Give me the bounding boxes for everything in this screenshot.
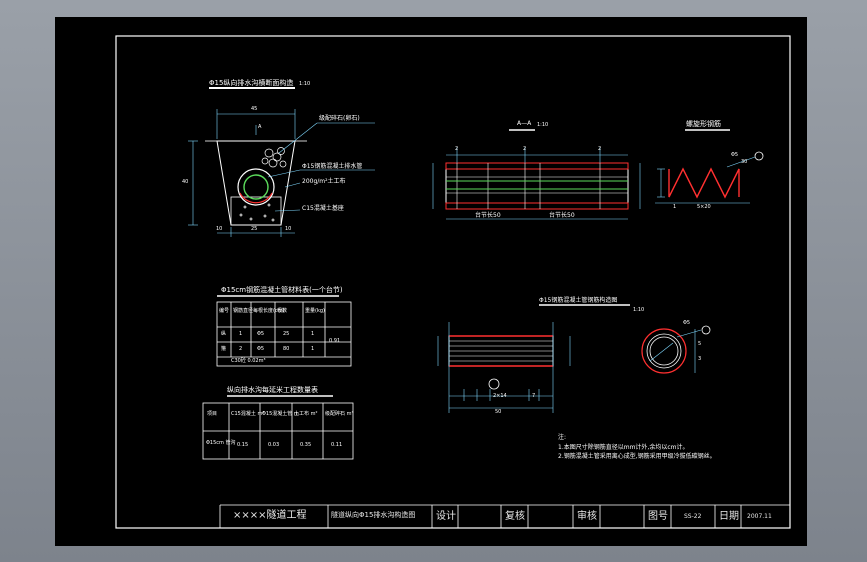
steel-table-grid: [216, 295, 352, 367]
quantity-table-grid: [202, 395, 354, 460]
notes-line-1: 1.本图尺寸除钢筋直径以mm计外,余均以cm计。: [558, 444, 689, 451]
spiral-bar-side: 1: [673, 204, 677, 210]
section-aa-dim-2-b: 2: [523, 146, 527, 152]
quantity-header-1: C15混凝土 m³: [231, 411, 265, 417]
steel-row-1-col-2: Φ5: [257, 346, 265, 352]
note-gravel: 级配碎石(卵石): [319, 115, 360, 122]
note-base: C15混凝土基座: [302, 205, 344, 212]
section-aa-title: A—A: [517, 120, 532, 127]
title-block-date-label: 日期: [719, 511, 739, 522]
pipe-detail-scale: 1:10: [633, 307, 645, 313]
steel-row-0-col-0: 纵: [221, 331, 227, 337]
steel-table-header-0: 编号: [219, 308, 230, 314]
section-aa-joint-a: 台节长50: [475, 212, 501, 219]
steel-table-header-1: 钢筋直径: [233, 308, 254, 314]
title-block: [219, 504, 790, 528]
spiral-bar-pitch: 30: [741, 159, 748, 165]
steel-concrete: C30砼 0.02m³: [231, 358, 266, 364]
spiral-bar-length: 5×20: [697, 204, 711, 210]
notes-title: 注:: [558, 434, 567, 441]
steel-row-0-col-4: 1: [311, 331, 315, 337]
steel-table-title: Φ15cm钢筋混凝土管材料表(一个台节): [221, 286, 343, 294]
quantity-row-col-0: Φ15cm 管沟: [206, 440, 236, 446]
pipe-detail-title: Φ15钢筋混凝土管钢筋构造图: [539, 297, 618, 304]
section-aa-scale: 1:10: [537, 122, 549, 128]
quantity-header-2: Φ15混凝土管 m: [262, 411, 299, 417]
steel-row-1-col-4: 1: [311, 346, 315, 352]
note-pipe: Φ15钢筋混凝土排水管: [302, 163, 363, 170]
gravel-hatch: [239, 147, 287, 222]
spiral-bar-view: [655, 129, 764, 204]
steel-row-0-col-1: 1: [239, 331, 243, 337]
quantity-table-title: 纵向排水沟每延米工程数量表: [227, 386, 318, 394]
section-mark-a: A: [258, 124, 262, 130]
steel-row-1-col-0: 箍: [221, 346, 227, 352]
title-block-date: 2007.11: [747, 513, 772, 520]
section-aa-dim-2-a: 2: [455, 146, 459, 152]
pipe-detail-dim-a: 7: [532, 393, 536, 399]
title-block-review: 复核: [505, 511, 525, 522]
dim-bottom-left: 10: [216, 226, 223, 232]
section-aa-joint-b: 台节长50: [549, 212, 575, 219]
steel-table-header-2: 每根长度(cm): [253, 308, 285, 314]
steel-row-0-col-2: Φ5: [257, 331, 265, 337]
steel-weight-total: 0.91: [329, 338, 341, 344]
cad-drawing-canvas[interactable]: Φ15纵向排水沟横断面构造 1:10 45 40 10 25 10 A 级配碎石…: [55, 17, 807, 546]
quantity-row-col-2: 0.03: [268, 442, 280, 448]
pipe-detail-phi: Φ5: [683, 320, 691, 326]
title-block-drawing-no-label: 图号: [648, 511, 668, 522]
notes-line-2: 2.钢筋混凝土管采用离心成型,钢筋采用甲级冷拔低碳钢丝。: [558, 453, 716, 460]
pipe-detail-length: 50: [495, 409, 502, 415]
title-block-drawing-no: SS-22: [684, 513, 702, 520]
quantity-header-4: 级配碎石 m³: [325, 411, 354, 417]
spiral-bar-phi: Φ5: [731, 152, 739, 158]
steel-row-1-col-1: 2: [239, 346, 243, 352]
pipe-detail-dim-b: 5: [698, 341, 702, 347]
quantity-row-col-4: 0.11: [331, 442, 343, 448]
cross-section-view: [188, 87, 375, 237]
note-geotextile: 200g/m²土工布: [302, 178, 346, 185]
dim-width-top: 45: [251, 106, 258, 112]
title-block-drawing-title: 隧道纵向Φ15排水沟构造图: [331, 511, 416, 519]
pipe-detail-view: [437, 304, 711, 413]
quantity-row-col-3: 0.35: [300, 442, 312, 448]
quantity-header-0: 项目: [207, 411, 218, 417]
pipe-detail-pattern: 2×14: [493, 393, 507, 399]
title-block-project: ××××隧道工程: [233, 510, 307, 521]
drawing-sheet: [115, 35, 791, 529]
dim-bottom-right: 10: [285, 226, 292, 232]
steel-table-header-3: 根数: [277, 308, 288, 314]
cross-section-dims: [188, 109, 375, 237]
drawing-frame: [115, 35, 791, 529]
pipe-detail-dim-c: 3: [698, 356, 702, 362]
quantity-row-col-1: 0.15: [237, 442, 249, 448]
title-block-approve: 审核: [577, 511, 597, 522]
dim-height: 40: [182, 179, 189, 185]
spiral-bar-title: 螺旋形钢筋: [686, 120, 721, 128]
section-aa-view: [432, 129, 641, 220]
steel-row-1-col-3: 80: [283, 346, 290, 352]
quantity-header-3: 土工布 m²: [294, 411, 318, 417]
dim-bottom-mid: 25: [251, 226, 258, 232]
cross-section-scale: 1:10: [299, 81, 311, 87]
steel-row-0-col-3: 25: [283, 331, 290, 337]
section-aa-dim-2-c: 2: [598, 146, 602, 152]
steel-table-header-4: 重量(kg): [305, 308, 325, 314]
title-block-design: 设计: [436, 511, 456, 522]
cross-section-title: Φ15纵向排水沟横断面构造: [209, 79, 294, 87]
